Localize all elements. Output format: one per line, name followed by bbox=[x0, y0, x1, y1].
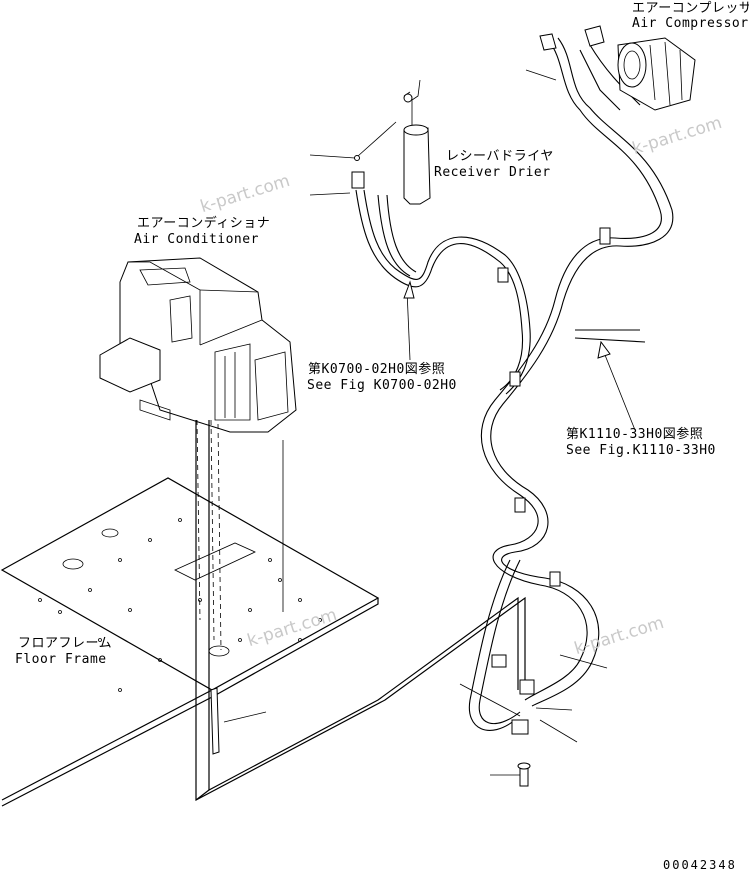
floor-frame-plate bbox=[0, 477, 380, 807]
air-conditioner-label-jp: エアーコンディショナ bbox=[137, 216, 271, 231]
air-compressor bbox=[539, 25, 696, 111]
drawing-number: 00042348 bbox=[663, 858, 737, 872]
floor-frame-label-jp: フロアフレーム bbox=[18, 636, 113, 651]
air-conditioner-label-en: Air Conditioner bbox=[134, 232, 259, 247]
leader-lines bbox=[403, 69, 636, 776]
floor-frame-label-en: Floor Frame bbox=[15, 652, 107, 667]
air-compressor-label-jp: エアーコンプレッサ bbox=[632, 1, 749, 16]
see-fig-1-label-en: See Fig K0700-02H0 bbox=[307, 378, 457, 393]
receiver-drier-label-en: Receiver Drier bbox=[434, 165, 551, 180]
see-fig-2-label-en: See Fig.K1110-33H0 bbox=[566, 443, 716, 458]
air-compressor-label-en: Air Compressor bbox=[632, 16, 749, 31]
drain-lines bbox=[195, 419, 526, 801]
receiver-drier-label-jp: レシーバドライヤ bbox=[446, 149, 554, 164]
see-fig-2-label-jp: 第K1110-33H0図参照 bbox=[566, 427, 704, 442]
see-fig-1-label-jp: 第K0700-02H0図参照 bbox=[308, 362, 446, 377]
receiver-drier bbox=[309, 79, 431, 205]
refrigerant-hoses bbox=[355, 37, 674, 787]
air-conditioner-unit bbox=[99, 257, 297, 433]
